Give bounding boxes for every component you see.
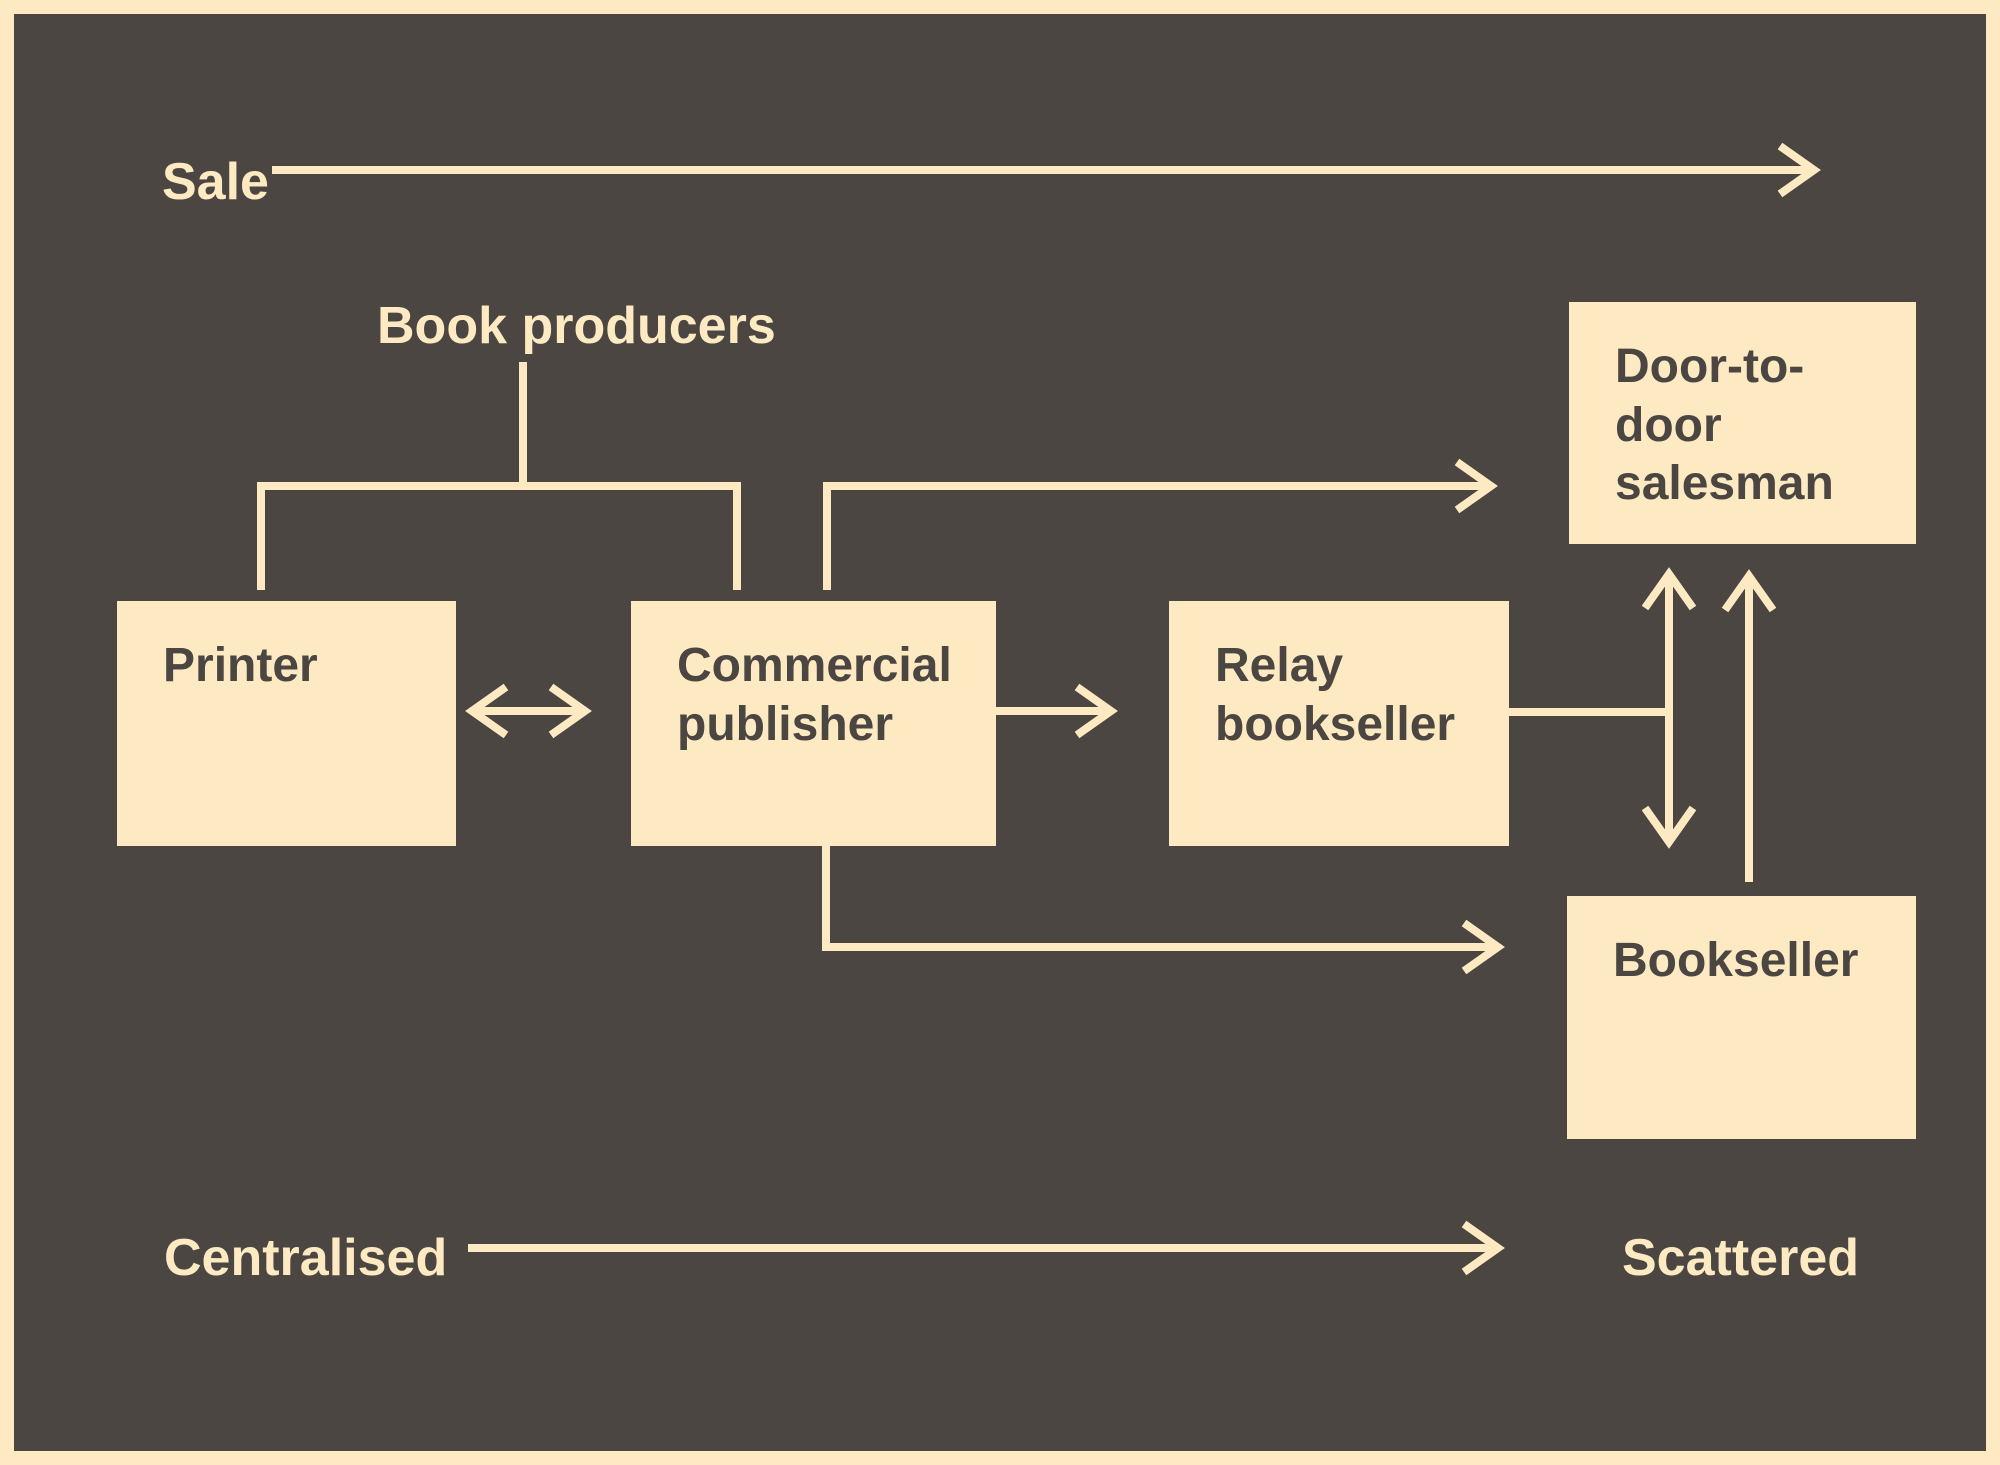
node-bookseller: Bookseller	[1567, 896, 1916, 1139]
node-commercial-publisher: Commercial publisher	[631, 601, 996, 846]
scattered-label: Scattered	[1622, 1229, 1859, 1287]
centralised-label: Centralised	[164, 1229, 448, 1287]
sale-label: Sale	[162, 153, 269, 211]
book-producers-label: Book producers	[377, 297, 776, 355]
node-printer: Printer	[117, 601, 456, 846]
node-door-to-door-salesman: Door-to-door salesman	[1569, 302, 1916, 544]
node-relay-bookseller: Relay bookseller	[1169, 601, 1509, 846]
publisher-to-bookseller-arrow	[822, 832, 1505, 975]
